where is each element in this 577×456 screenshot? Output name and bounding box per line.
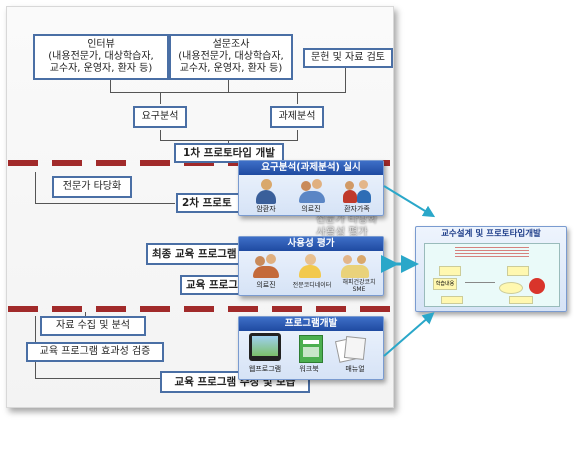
connector xyxy=(35,172,36,204)
needs-analysis-panel: 요구분석(과제분석) 실시 암환자 의료진 환자가족 xyxy=(238,160,384,216)
expert-usability-label: 전문가 타당화 사용성 평가 xyxy=(316,213,378,238)
medical-staff-label: 의료진 xyxy=(256,281,276,289)
task-analysis-box: 과제분석 xyxy=(270,106,324,128)
program-box: 교육 프로그 xyxy=(180,275,244,295)
arrow-needs-to-design xyxy=(383,185,436,218)
health-coach-icon xyxy=(341,254,369,278)
panel-title: 프로그램개발 xyxy=(239,317,383,331)
connector xyxy=(297,92,298,104)
workbook-icon xyxy=(299,335,323,363)
connector xyxy=(228,80,229,92)
connector xyxy=(35,203,175,204)
web-program-label: 웹프로그램 xyxy=(248,365,282,373)
tablet-icon xyxy=(249,333,281,361)
design-node xyxy=(509,296,533,304)
panel-title: 교수설계 및 프로토타입개발 xyxy=(441,229,541,239)
coordinator-icon xyxy=(297,254,323,278)
proto1-box: 1차 프로토타입 개발 xyxy=(174,143,284,163)
usability-panel: 사용성 평가 의료진 전문코디네이터 해피건강코치 SME xyxy=(238,236,384,296)
panel-title: 사용성 평가 xyxy=(239,237,383,251)
arrow-program-to-design xyxy=(383,312,435,357)
design-panel: 교수설계 및 프로토타입개발 학습내용 xyxy=(415,226,567,312)
proto2-box: 2차 프로토 xyxy=(176,193,244,213)
phase-divider xyxy=(8,306,392,312)
connector xyxy=(160,140,298,141)
design-node-label: 학습내용 xyxy=(433,278,457,290)
connector xyxy=(160,92,161,104)
needs-analysis-box: 요구분석 xyxy=(133,106,187,128)
literature-box: 문헌 및 자료 검토 xyxy=(303,48,393,68)
medical-staff-icon xyxy=(299,179,325,203)
workbook-label: 워크북 xyxy=(299,365,319,373)
connector xyxy=(297,130,298,140)
connector xyxy=(345,66,346,92)
manual-label: 매뉴얼 xyxy=(345,365,365,373)
medical-staff-icon xyxy=(253,254,279,278)
panel-title: 요구분석(과제분석) 실시 xyxy=(239,161,383,175)
connector xyxy=(160,130,161,140)
patient-icon xyxy=(254,179,278,204)
design-diagram: 학습내용 xyxy=(424,243,560,307)
medical-staff-label: 의료진 xyxy=(301,205,321,213)
family-icon xyxy=(343,179,371,203)
health-coach-label: 해피건강코치 SME xyxy=(342,279,376,293)
design-node xyxy=(441,296,463,304)
expert-review-box: 전문가 타당화 xyxy=(52,176,132,198)
connector xyxy=(110,80,111,92)
survey-box: 설문조사 (내용전문가, 대상학습자, 교수자, 운영자, 환자 등) xyxy=(169,34,293,80)
family-label: 환자가족 xyxy=(344,205,370,213)
connector xyxy=(110,92,346,93)
design-node xyxy=(507,266,529,276)
data-collection-box: 자료 수집 및 분석 xyxy=(40,316,146,336)
coordinator-label: 전문코디네이터 xyxy=(292,282,332,289)
connector xyxy=(35,378,165,379)
design-highlight-node xyxy=(529,278,545,294)
patient-label: 암환자 xyxy=(256,205,276,213)
design-node xyxy=(439,266,461,276)
effectiveness-box: 교육 프로그램 효과성 검증 xyxy=(26,342,164,362)
final-program-box: 최종 교육 프로그램 xyxy=(146,243,246,265)
program-dev-panel: 프로그램개발 웹프로그램 워크북 매뉴얼 xyxy=(238,316,384,380)
phase-divider xyxy=(8,160,392,166)
interview-box: 인터뷰 (내용전문가, 대상학습자, 교수자, 운영자, 환자 등) xyxy=(33,34,169,80)
design-node xyxy=(499,282,523,294)
